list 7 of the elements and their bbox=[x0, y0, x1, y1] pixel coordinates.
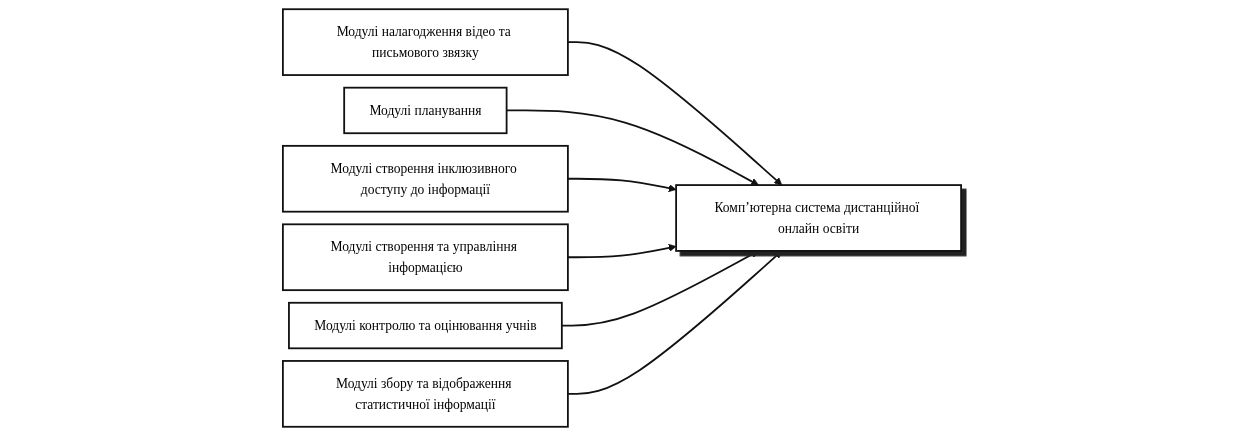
node-box: Модулі збору та відображення статистичної інформації bbox=[281, 360, 569, 428]
node-box: Модулі контролю та оцінювання учнів bbox=[287, 301, 563, 350]
node-box: Модулі планування bbox=[342, 86, 507, 135]
node-box: Комп’ютерна система дистанційної онлайн освіти bbox=[674, 184, 962, 252]
node-box: Модулі створення інклюзивного доступу до інформації bbox=[281, 144, 569, 213]
node-box: Модулі створення та управління інформацією bbox=[281, 223, 569, 292]
node-box: Модулі налагодження відео та письмового звязку bbox=[281, 8, 569, 76]
